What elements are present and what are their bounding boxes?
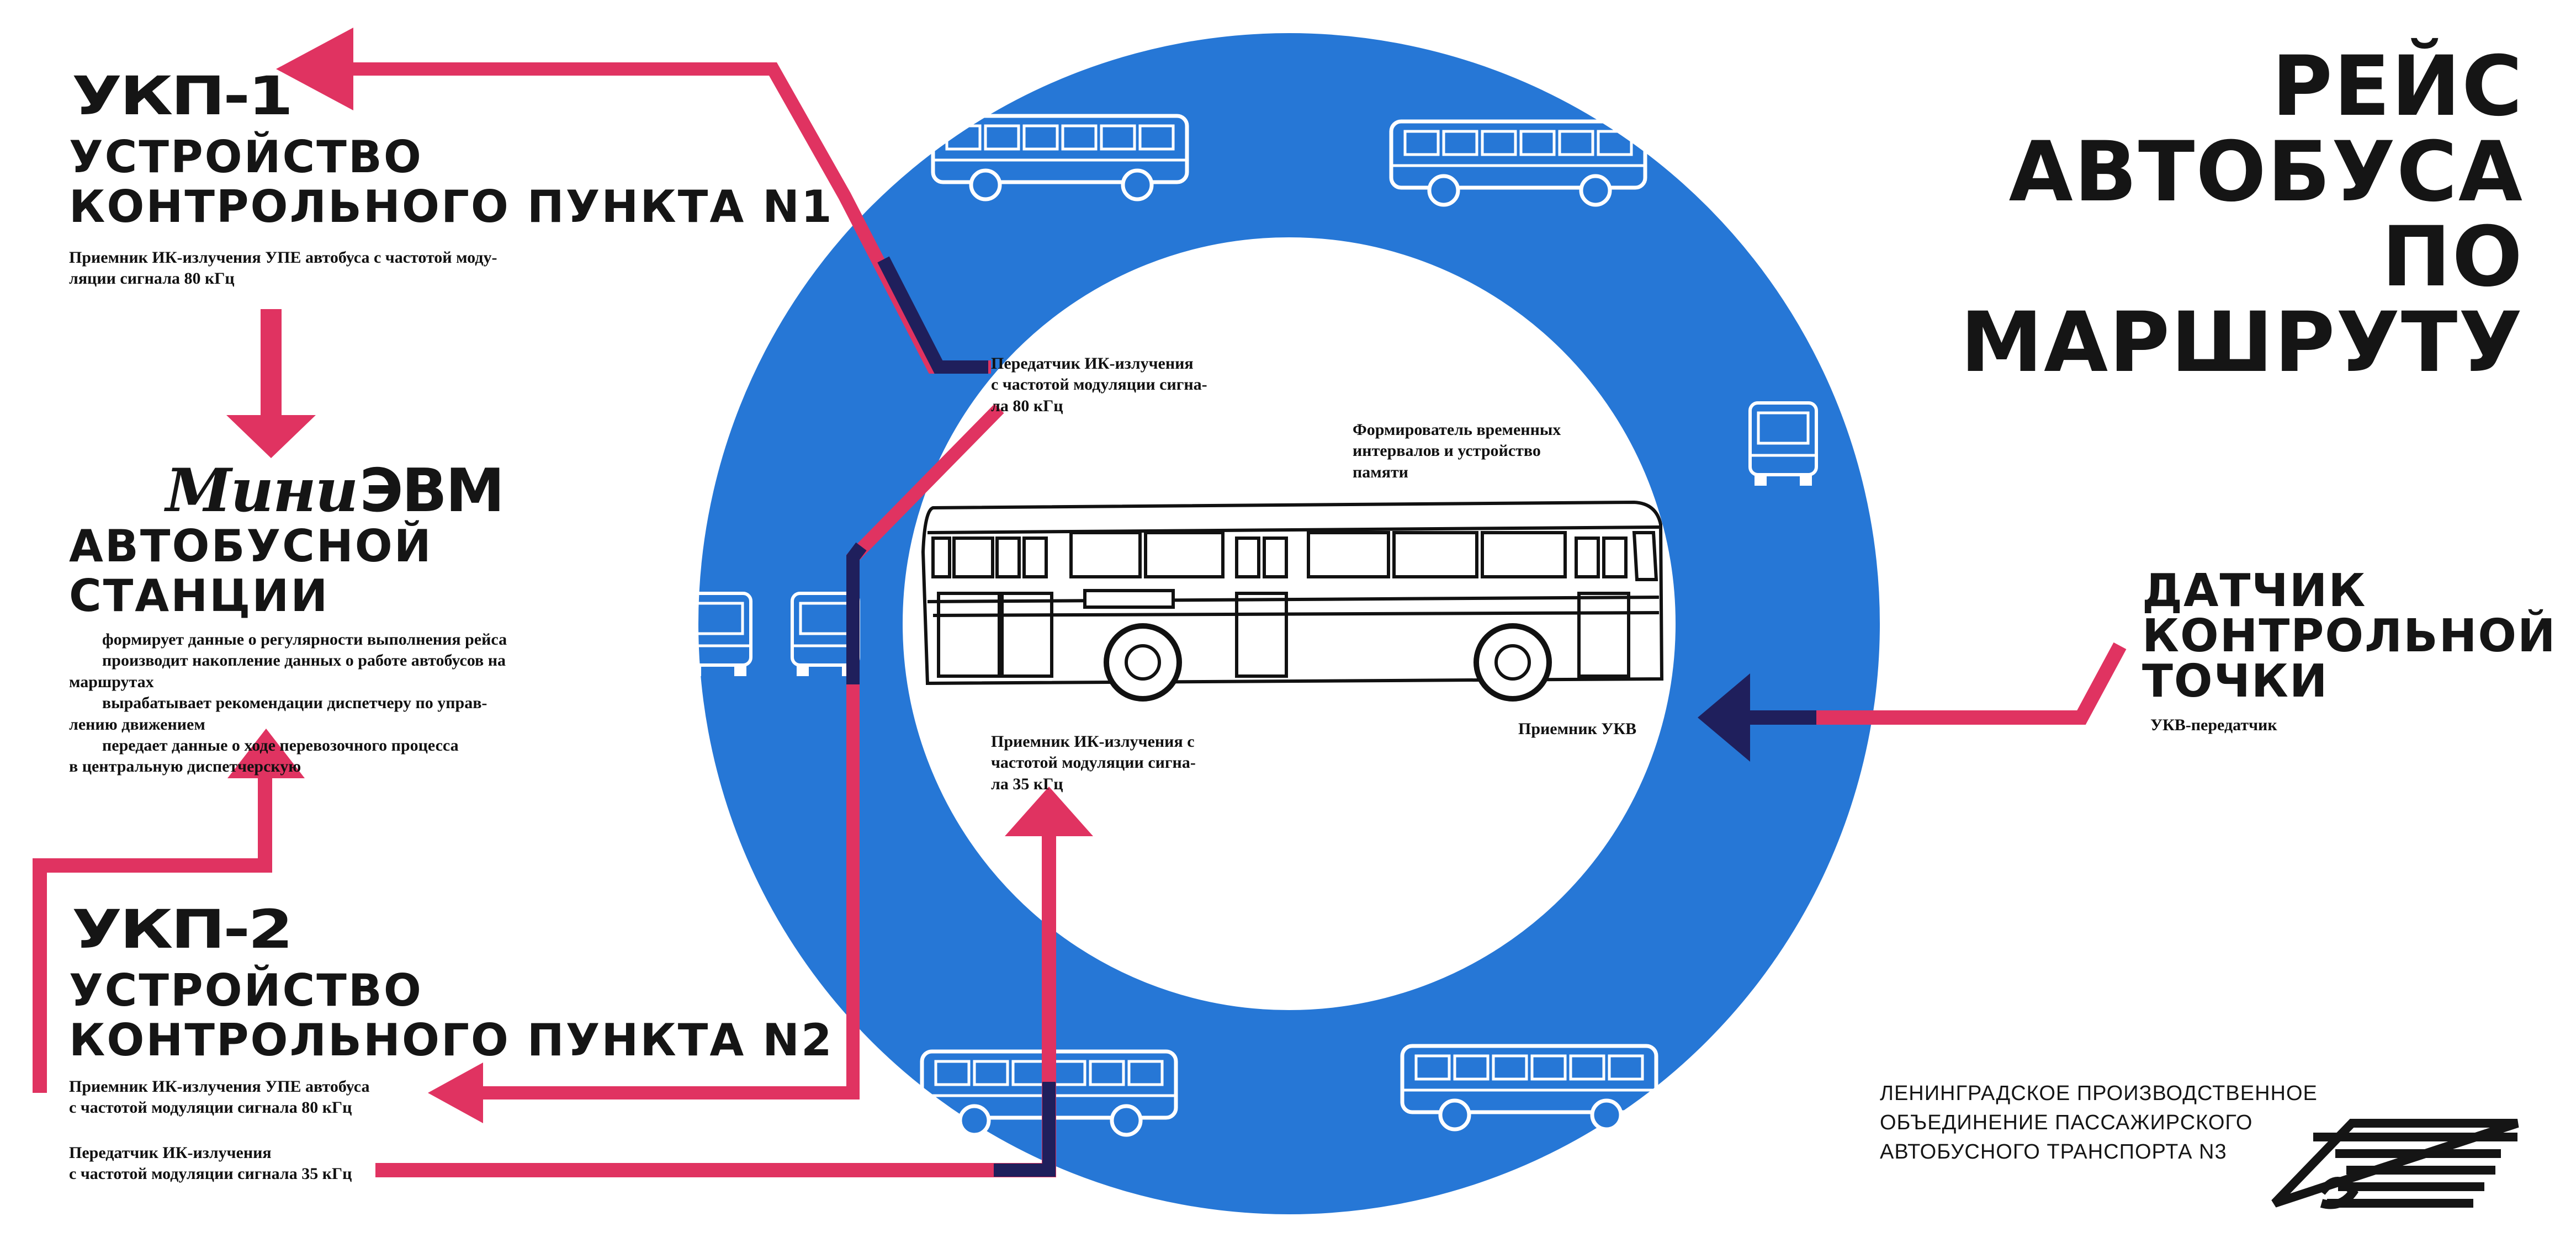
arrow-ukp1-to-mini <box>226 309 316 458</box>
mini-heading: АВТОБУСНОЙ СТАНЦИИ <box>69 522 433 620</box>
organization-name: ЛЕНИНГРАДСКОЕ ПРОИЗВОДСТВЕННОЕ ОБЪЕДИНЕН… <box>1880 1079 2318 1167</box>
mini-item-2: производит накопление данных о работе ав… <box>102 651 506 670</box>
title-line4: МАРШРУТУ <box>1960 294 2524 391</box>
receiver35-line2: частотой модуляции сигна- <box>991 753 1196 772</box>
org-line1: ЛЕНИНГРАДСКОЕ ПРОИЗВОДСТВЕННОЕ <box>1880 1082 2318 1105</box>
transmitter-80-label: Передатчик ИК-излучения с частотой модул… <box>991 353 1267 417</box>
poster-title: РЕЙС АВТОБУСА ПО МАРШРУТУ <box>1861 44 2524 385</box>
receiver35-line1: Приемник ИК-излучения с <box>991 732 1195 751</box>
org-line3: АВТОБУСНОГО ТРАНСПОРТА N3 <box>1880 1140 2227 1164</box>
arrow-overlap-left <box>846 542 867 684</box>
mini-item-1: формирует данные о регулярности выполнен… <box>102 630 507 649</box>
mini-item-7: в центральную диспетчерскую <box>69 757 301 776</box>
arrow-overlap-top <box>877 256 988 374</box>
title-line2: АВТОБУСА <box>2008 124 2524 220</box>
arrow-transmitter-to-ukp2 <box>480 403 1004 1099</box>
ukp2-desc2-line1: Передатчик ИК-излучения <box>69 1144 272 1162</box>
transmitter-line3: ла 80 кГц <box>991 396 1063 415</box>
ukp1-desc-line1: Приемник ИК-излучения УПЕ автобуса с час… <box>69 248 497 267</box>
arrow-transmitter-to-ukp1-head <box>276 28 353 110</box>
mini-item-3: маршрутах <box>69 672 154 691</box>
mini-item-5: лению движением <box>69 715 205 734</box>
ukp2-desc1-line2: с частотой модуляции сигнала 80 кГц <box>69 1098 352 1117</box>
mini-logo: Мини ЭВМ <box>166 461 505 521</box>
former-line2: интервалов и устройство <box>1353 442 1541 460</box>
arrow-transmitter-to-ukp2-head <box>428 1063 483 1123</box>
ukp1-description: Приемник ИК-излучения УПЕ автобуса с час… <box>69 247 497 290</box>
sensor-sub: УКВ-передатчик <box>2150 716 2277 734</box>
mini-item-4: вырабатывает рекомендации диспетчеру по … <box>102 694 487 713</box>
mini-description: формирует данные о регулярности выполнен… <box>69 629 610 778</box>
mini-heading-line2: СТАНЦИИ <box>69 570 330 622</box>
title-line1: РЕЙС <box>2271 39 2524 135</box>
sensor-line1: ДАТЧИК <box>2142 565 2367 617</box>
main-bus <box>921 500 1664 702</box>
transmitter-line1: Передатчик ИК-излучения <box>991 354 1194 373</box>
sensor-heading: ДАТЧИК КОНТРОЛЬНОЙ ТОЧКИ <box>2142 569 2557 704</box>
ukp1-logo: УКП-1 <box>72 64 293 127</box>
ukp2-desc2-line2: с частотой модуляции сигнала 35 кГц <box>69 1165 352 1183</box>
mini-heading-line1: АВТОБУСНОЙ <box>69 520 433 572</box>
org-line2: ОБЪЕДИНЕНИЕ ПАССАЖИРСКОГО <box>1880 1111 2253 1135</box>
ukp2-heading: УСТРОЙСТВО КОНТРОЛЬНОГО ПУНКТА N2 <box>69 966 834 1065</box>
title-line3: ПО <box>2381 209 2524 305</box>
former-label: Формирователь временных интервалов и уст… <box>1353 419 1640 483</box>
ukp1-heading: УСТРОЙСТВО КОНТРОЛЬНОГО ПУНКТА N1 <box>69 132 834 231</box>
ukv-receiver-label: Приемник УКВ <box>1518 720 1637 738</box>
arrow-ukp2-to-mini-head <box>227 729 305 778</box>
ukp2-description-2: Передатчик ИК-излучения с частотой модул… <box>69 1143 352 1185</box>
ukp1-heading-line1: УСТРОЙСТВО <box>69 131 423 183</box>
ukp2-heading-line1: УСТРОЙСТВО <box>69 965 423 1016</box>
sensor-line3: ТОЧКИ <box>2142 655 2329 708</box>
transmitter-line2: с частотой модуляции сигна- <box>991 375 1207 394</box>
mini-logo-a: Мини <box>166 456 358 525</box>
ukp2-heading-line2: КОНТРОЛЬНОГО ПУНКТА N2 <box>69 1014 834 1066</box>
receiver-35-label: Приемник ИК-излучения с частотой модуляц… <box>991 731 1267 795</box>
ukp2-description-1: Приемник ИК-излучения УПЕ автобуса с час… <box>69 1076 369 1119</box>
arrow-overlap-bottom <box>994 1082 1056 1177</box>
arrow-ukp2-to-mini <box>33 778 272 1093</box>
ukp1-heading-line2: КОНТРОЛЬНОГО ПУНКТА N1 <box>69 180 834 232</box>
arrow-ukp2-to-receiver-head <box>1005 787 1093 836</box>
former-line3: памяти <box>1353 463 1408 481</box>
ukp2-desc1-line1: Приемник ИК-излучения УПЕ автобуса <box>69 1077 370 1096</box>
former-line1: Формирователь временных <box>1353 421 1561 439</box>
mini-item-6: передает данные о ходе перевозочного про… <box>102 736 459 755</box>
ukp2-logo: УКП-2 <box>72 897 293 960</box>
sensor-line2: КОНТРОЛЬНОЙ <box>2142 610 2557 662</box>
receiver35-line3: ла 35 кГц <box>991 774 1063 793</box>
mini-logo-b: ЭВМ <box>359 456 505 525</box>
ukp1-desc-line2: ляции сигнала 80 кГц <box>69 269 235 288</box>
org-logo-icon <box>2271 1119 2519 1209</box>
arrow-sensor-to-ukv <box>1698 642 2127 762</box>
